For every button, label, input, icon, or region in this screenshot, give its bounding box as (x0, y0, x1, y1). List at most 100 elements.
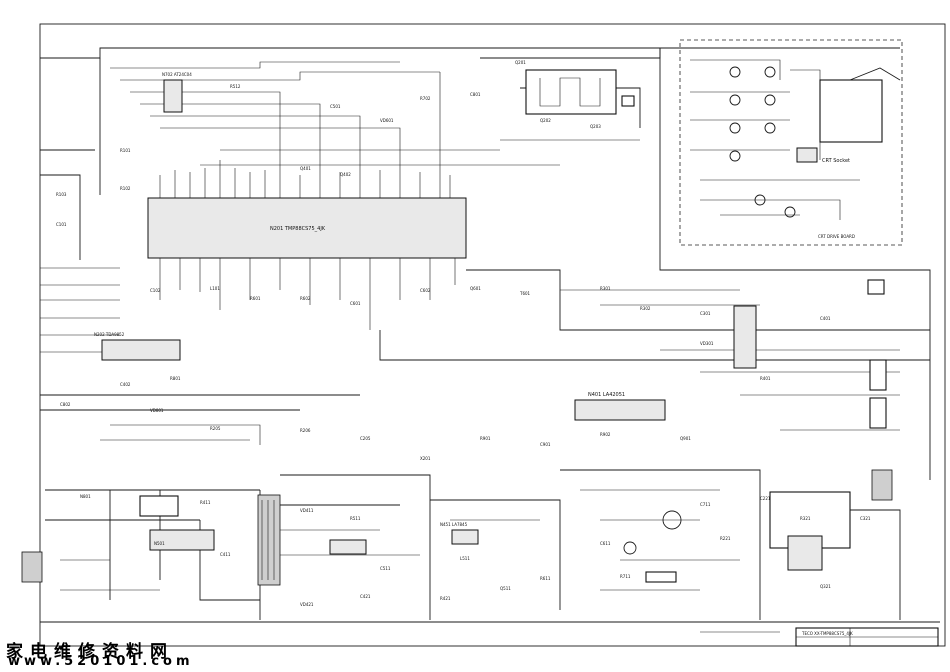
watermark-brand: 家电维修资料网 (6, 642, 174, 662)
vertical-ic-label: N451 LA7845 (440, 522, 468, 527)
transformer-core-lines (261, 500, 275, 580)
sub-board-ic (787, 535, 823, 571)
part-label: VD421 (300, 602, 314, 607)
cpu-label: N201 TMP88CS75_4JK (270, 226, 326, 232)
part-label: R711 (620, 574, 631, 579)
part-label: R602 (300, 296, 311, 301)
part-label: C511 (380, 566, 391, 571)
part-label: R902 (600, 432, 611, 437)
part-label: R511 (350, 516, 361, 521)
title-block-text: TECO XX-TMP88CS75_4JK (801, 631, 853, 636)
part-label: C321 (860, 516, 871, 521)
part-label: R301 (600, 286, 611, 291)
flyback-windings (539, 77, 601, 107)
title-block (795, 627, 939, 647)
switch-transformer (257, 494, 281, 586)
rf-socket (867, 279, 885, 295)
part-label: R102 (120, 186, 131, 191)
part-label: X201 (420, 456, 431, 461)
part-label: R801 (170, 376, 181, 381)
part-reference-labels: R512C501VD601R702C801Q201Q202Q203Q401Q40… (56, 60, 871, 607)
sub-board-wiring (850, 509, 901, 620)
part-label: R221 (720, 536, 731, 541)
crt-board-label: CRT DRIVE BOARD (818, 234, 855, 239)
part-label: L511 (460, 556, 470, 561)
eeprom-chip (163, 79, 183, 113)
part-label: R321 (800, 516, 811, 521)
part-label: C205 (360, 436, 371, 441)
part-label: R411 (200, 500, 211, 505)
av-jack-block (869, 359, 887, 391)
part-label: C421 (360, 594, 371, 599)
part-label: L101 (210, 286, 220, 291)
part-label: R302 (640, 306, 651, 311)
power-ic-label: N501 (154, 541, 165, 546)
sound-ic-label: N401 LA42051 (588, 392, 625, 398)
part-label: C301 (700, 311, 711, 316)
part-label: R702 (420, 96, 431, 101)
crt-board-transistors (729, 66, 796, 218)
part-label: Q202 (540, 118, 551, 123)
vertical-ic (451, 529, 479, 545)
crt-drive-board-outline (679, 39, 903, 246)
part-label: C402 (120, 382, 131, 387)
av-jack-block-2 (869, 397, 887, 429)
watermark-url: www.520101.com (8, 654, 194, 669)
part-label: VD411 (300, 508, 314, 513)
part-label: Q401 (300, 166, 311, 171)
part-label: C401 (820, 316, 831, 321)
eeprom-label: N702 AT24C04 (162, 72, 192, 77)
part-label: R101 (120, 148, 131, 153)
part-label: Q601 (470, 286, 481, 291)
part-label: R421 (440, 596, 451, 601)
crt-yoke-curve (849, 67, 901, 81)
part-label: Q201 (515, 60, 526, 65)
hout-transistor (662, 510, 682, 530)
part-label: C501 (330, 104, 341, 109)
crt-socket-label: CRT Socket (822, 158, 850, 164)
speaker-connector (871, 469, 893, 501)
part-label: C711 (700, 502, 711, 507)
part-label: T601 (519, 291, 531, 296)
part-label: Q901 (680, 436, 691, 441)
left-column-wiring (40, 149, 360, 445)
part-label: N801 (80, 494, 91, 499)
mains-connector (21, 551, 43, 583)
horizontal-output-wiring (560, 469, 761, 620)
cpu-pins-top (159, 160, 451, 198)
part-label: R206 (300, 428, 311, 433)
part-label: C602 (420, 288, 431, 293)
crt-board-wiring (660, 47, 900, 220)
tuner-block (733, 305, 757, 369)
part-label: VD301 (700, 341, 714, 346)
part-label: R512 (230, 84, 241, 89)
part-label: C801 (470, 92, 481, 97)
hv-connector (621, 95, 635, 107)
sound-ic (574, 399, 666, 421)
flyback-transformer (525, 69, 617, 115)
part-label: Q511 (500, 586, 511, 591)
part-label: Q321 (820, 584, 831, 589)
part-label: C221 (760, 496, 771, 501)
power-ic (149, 529, 215, 551)
part-label: C611 (600, 541, 611, 546)
tuner-ic (101, 339, 181, 361)
line-output-coil (645, 571, 677, 583)
cpu-pins-bottom (159, 258, 456, 330)
part-label: VD601 (380, 118, 394, 123)
bridge-rectifier (139, 495, 179, 517)
part-label: R611 (540, 576, 551, 581)
regulator-ic (329, 539, 367, 555)
part-label: C601 (350, 301, 361, 306)
part-label: R601 (250, 296, 261, 301)
part-label: C101 (56, 222, 67, 227)
part-label: R103 (56, 192, 67, 197)
part-label: C411 (220, 552, 231, 557)
part-label: Q402 (340, 172, 351, 177)
part-label: C802 (60, 402, 71, 407)
part-label: R401 (760, 376, 771, 381)
part-label: VD801 (150, 408, 164, 413)
crt-neck-connector (819, 79, 883, 143)
driver-transistor (623, 541, 637, 555)
